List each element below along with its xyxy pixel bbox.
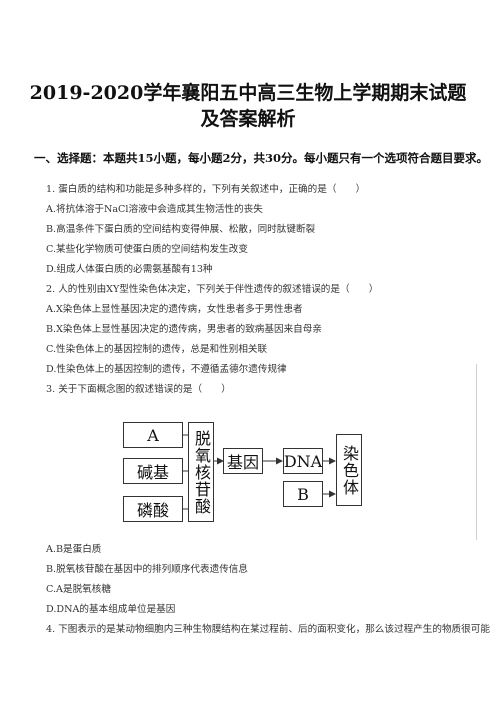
question-2-option-b: B.X染色体上显性基因决定的遗传病，男患者的致病基因来自母亲 (46, 324, 322, 335)
chromosome-label: 染色体 (340, 444, 359, 496)
question-2-option-c: C.性染色体上的基因控制的遗传，总是和性别相关联 (46, 344, 268, 355)
page-edge-line (476, 364, 477, 540)
question-2-stem: 2. 人的性别由XY型性染色体决定，下列关于伴性遗传的叙述错误的是（ ） (46, 284, 379, 295)
question-2-option-a: A.X染色体上显性基因决定的遗传病，女性患者多于男性患者 (46, 304, 303, 315)
diagram-box-b: B (283, 481, 323, 507)
question-1-option-c: C.某些化学物质可使蛋白质的空间结构发生改变 (46, 244, 248, 255)
section-heading: 一、选择题：本题共15小题，每小题2分，共30分。每小题只有一个选项符合题目要求… (34, 151, 489, 165)
title-line-1: 2019-2020学年襄阳五中高三生物上学期期末试题 (29, 82, 467, 104)
question-1-stem: 1. 蛋白质的结构和功能是多种多样的，下列有关叙述中，正确的是（ ） (46, 184, 366, 195)
diagram-box-chromosome: 染色体 (336, 434, 362, 506)
question-3-stem: 3. 关于下面概念图的叙述错误的是（ ） (46, 384, 231, 395)
question-3-option-a: A.B是蛋白质 (46, 544, 102, 555)
diagram-box-base: 碱基 (123, 458, 183, 484)
diagram-box-deoxynucleotide: 脱氧核苷酸 (188, 422, 214, 522)
question-3-option-c: C.A是脱氧核糖 (46, 584, 111, 595)
diagram-box-phosphate: 磷酸 (123, 496, 183, 522)
title-line-2: 及答案解析 (200, 108, 296, 130)
question-2-option-d: D.性染色体上的基因控制的遗传，不遵循孟德尔遗传规律 (46, 364, 287, 375)
question-1-option-b: B.高温条件下蛋白质的空间结构变得伸展、松散，同时肽键断裂 (46, 224, 316, 235)
question-3-option-d: D.DNA的基本组成单位是基因 (46, 604, 176, 615)
question-1-option-a: A.将抗体溶于NaCl溶液中会造成其生物活性的丧失 (46, 204, 263, 215)
diagram-box-gene: 基因 (223, 448, 263, 474)
diagram-box-a: A (123, 422, 183, 448)
deoxynucleotide-label: 脱氧核苷酸 (192, 429, 211, 515)
question-4-stem: 4. 下图表示的是某动物细胞内三种生物膜结构在某过程前、后的面积变化，那么该过程… (46, 624, 490, 635)
question-1-option-d: D.组成人体蛋白质的必需氨基酸有13种 (46, 264, 213, 275)
question-3-option-b: B.脱氧核苷酸在基因中的排列顺序代表遗传信息 (46, 564, 248, 575)
diagram-box-dna: DNA (283, 448, 323, 474)
